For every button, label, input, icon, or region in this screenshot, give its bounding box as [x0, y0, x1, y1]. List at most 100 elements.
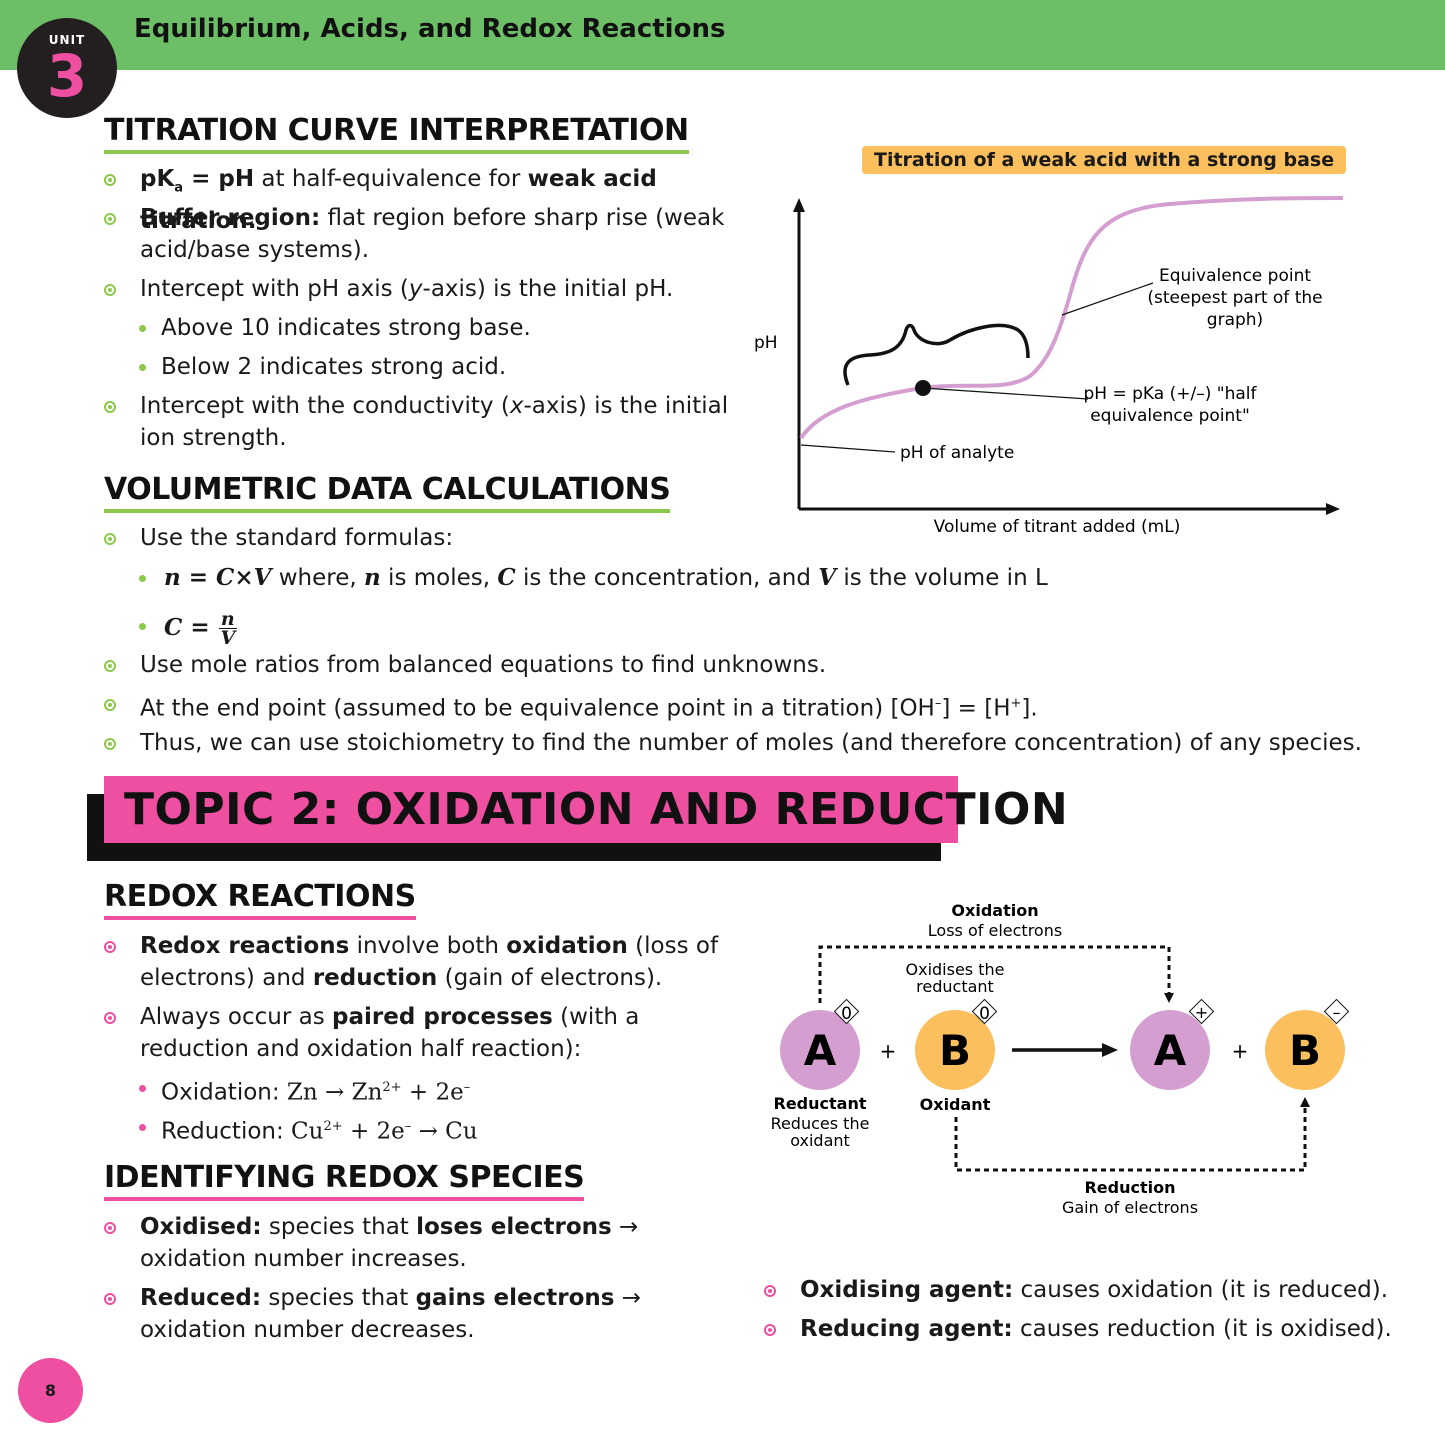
- header-bar: [0, 0, 1445, 70]
- identifying-bullet-1: Oxidised: species that loses electrons →…: [104, 1211, 760, 1275]
- x-axis-label: Volume of titrant added (mL): [934, 517, 1181, 537]
- equivalence-label-1: Equivalence point: [1159, 266, 1311, 286]
- identifying-bullet-2: Reduced: species that gains electrons →o…: [104, 1282, 760, 1346]
- reductant-sublabel-2: oxidant: [790, 1131, 850, 1150]
- titration-bullet-4: Intercept with the conductivity (x-axis)…: [104, 390, 780, 454]
- oxidation-half-reaction: Oxidation: Zn → Zn2+ + 2e–: [139, 1072, 470, 1109]
- y-axis-label: pH: [754, 333, 778, 353]
- titration-bullet-1: pKa = pH at half-equivalence for weak ac…: [104, 163, 780, 237]
- species-a-reactant-label: A: [804, 1026, 837, 1075]
- volumetric-bullet-1: Use the standard formulas:: [104, 522, 453, 554]
- unit-badge: UNIT 3: [17, 18, 117, 118]
- titration-chart: pH Volume of titrant added (mL) Equivale…: [754, 196, 1344, 537]
- oxidation-sublabel: Loss of electrons: [928, 921, 1062, 940]
- oxidises-label-2: reductant: [916, 977, 994, 996]
- ox-state-badge: [971, 998, 998, 1025]
- titration-sub-bullet-1: Above 10 indicates strong base.: [139, 312, 531, 344]
- identifying-heading: IDENTIFYING REDOX SPECIES: [104, 1160, 585, 1201]
- titration-bullet-3: Intercept with pH axis (y-axis) is the i…: [104, 273, 780, 305]
- reductant-label: Reductant: [774, 1094, 867, 1113]
- equivalence-leader: [1061, 282, 1154, 316]
- ox-state-a-reactant: 0: [841, 1004, 852, 1024]
- volumetric-bullet-3: At the end point (assumed to be equivale…: [104, 688, 1038, 725]
- redox-bullet-2: Always occur as paired processes (with a…: [104, 1001, 760, 1065]
- reducing-agent-bullet: Reducing agent: causes reduction (it is …: [764, 1313, 1392, 1345]
- unit-label: UNIT: [48, 33, 86, 47]
- ox-state-b-product: –: [1333, 1003, 1341, 1022]
- reduction-sublabel: Gain of electrons: [1062, 1198, 1198, 1217]
- plus-sign: +: [880, 1039, 897, 1063]
- page-title: Equilibrium, Acids, and Redox Reactions: [134, 14, 726, 44]
- bullet-marker: [104, 1222, 116, 1234]
- sub-bullet-dot: [139, 325, 146, 332]
- species-b-reactant-label: B: [939, 1026, 971, 1075]
- titration-sub-bullet-2: Below 2 indicates strong acid.: [139, 351, 506, 383]
- reductant-sublabel-1: Reduces the: [771, 1114, 870, 1133]
- bullet-marker: [764, 1285, 776, 1297]
- redox-heading: REDOX REACTIONS: [104, 879, 416, 920]
- sub-bullet-dot: [139, 575, 146, 582]
- formula-concentration: C = n V: [139, 608, 237, 649]
- bullet-marker: [104, 401, 116, 413]
- bullet-marker: [104, 660, 116, 672]
- equivalence-label-2: (steepest part of the: [1147, 288, 1322, 308]
- species-b-reactant: [915, 1010, 995, 1090]
- bullet-marker: [104, 284, 116, 296]
- equivalence-label-3: graph): [1207, 310, 1263, 330]
- ox-state-badge: [833, 998, 860, 1025]
- species-b-product: [1265, 1010, 1345, 1090]
- y-axis-arrow: [793, 198, 805, 212]
- half-equivalence-leader: [922, 387, 1089, 400]
- oxidation-label: Oxidation: [951, 901, 1038, 920]
- species-b-product-label: B: [1289, 1026, 1321, 1075]
- sub-bullet-dot: [139, 623, 146, 630]
- page-number: 8: [18, 1358, 83, 1423]
- analyte-leader: [800, 444, 896, 453]
- volumetric-heading: VOLUMETRIC DATA CALCULATIONS: [104, 472, 671, 513]
- titration-bullet-2: Buffer region: flat region before sharp …: [104, 202, 780, 266]
- half-equivalence-label-1: pH = pKa (+/–) "half: [1084, 384, 1258, 404]
- sub-bullet-dot: [139, 1085, 146, 1092]
- buffer-region-brace: [843, 323, 1030, 386]
- redox-bullet-1: Redox reactions involve both oxidation (…: [104, 930, 760, 994]
- reduction-half-reaction: Reduction: Cu2+ + 2e– → Cu: [139, 1111, 478, 1148]
- unit-number: 3: [46, 42, 88, 110]
- ox-state-badge: [1323, 998, 1350, 1025]
- bullet-marker: [764, 1324, 776, 1336]
- fraction: n V: [218, 608, 237, 649]
- bullet-marker: [104, 1293, 116, 1305]
- bullet-marker: [104, 533, 116, 545]
- reaction-arrowhead: [1102, 1043, 1118, 1057]
- bullet-marker: [104, 1012, 116, 1024]
- species-a-product-label: A: [1154, 1026, 1187, 1075]
- chart-title: Titration of a weak acid with a strong b…: [862, 146, 1347, 174]
- redox-diagram: Oxidation Loss of electrons Oxidises the…: [771, 901, 1350, 1217]
- topic-banner: [104, 776, 958, 843]
- analyte-label: pH of analyte: [900, 443, 1014, 463]
- ox-state-badge: [1188, 998, 1215, 1025]
- volumetric-bullet-2: Use mole ratios from balanced equations …: [104, 649, 826, 681]
- oxidation-arrow-path: [818, 945, 1171, 1003]
- bullet-marker: [104, 738, 116, 750]
- ox-state-a-product: +: [1195, 1003, 1208, 1022]
- bullet-marker: [104, 941, 116, 953]
- x-axis-arrow: [1326, 503, 1340, 515]
- formula-moles: n = C×V where, n is moles, C is the conc…: [139, 562, 1048, 594]
- half-equivalence-label-2: equivalence point": [1090, 406, 1250, 426]
- species-a-reactant: [780, 1010, 860, 1090]
- reduction-arrow-path: [954, 1107, 1307, 1172]
- sub-bullet-dot: [139, 1124, 146, 1131]
- bullet-marker: [104, 213, 116, 225]
- plus-sign: +: [1232, 1039, 1249, 1063]
- topic-title: TOPIC 2: OXIDATION AND REDUCTION: [124, 784, 1069, 835]
- oxidises-label-1: Oxidises the: [906, 960, 1005, 979]
- oxidising-agent-bullet: Oxidising agent: causes oxidation (it is…: [764, 1274, 1388, 1306]
- reduction-label: Reduction: [1084, 1178, 1175, 1197]
- titration-heading: TITRATION CURVE INTERPRETATION: [104, 113, 689, 154]
- volumetric-bullet-4: Thus, we can use stoichiometry to find t…: [104, 727, 1362, 759]
- titration-curve: [799, 196, 1344, 440]
- oxidant-label: Oxidant: [920, 1095, 991, 1114]
- sub-bullet-dot: [139, 364, 146, 371]
- oxidation-arrowhead: [1164, 993, 1174, 1003]
- bullet-marker: [104, 174, 116, 186]
